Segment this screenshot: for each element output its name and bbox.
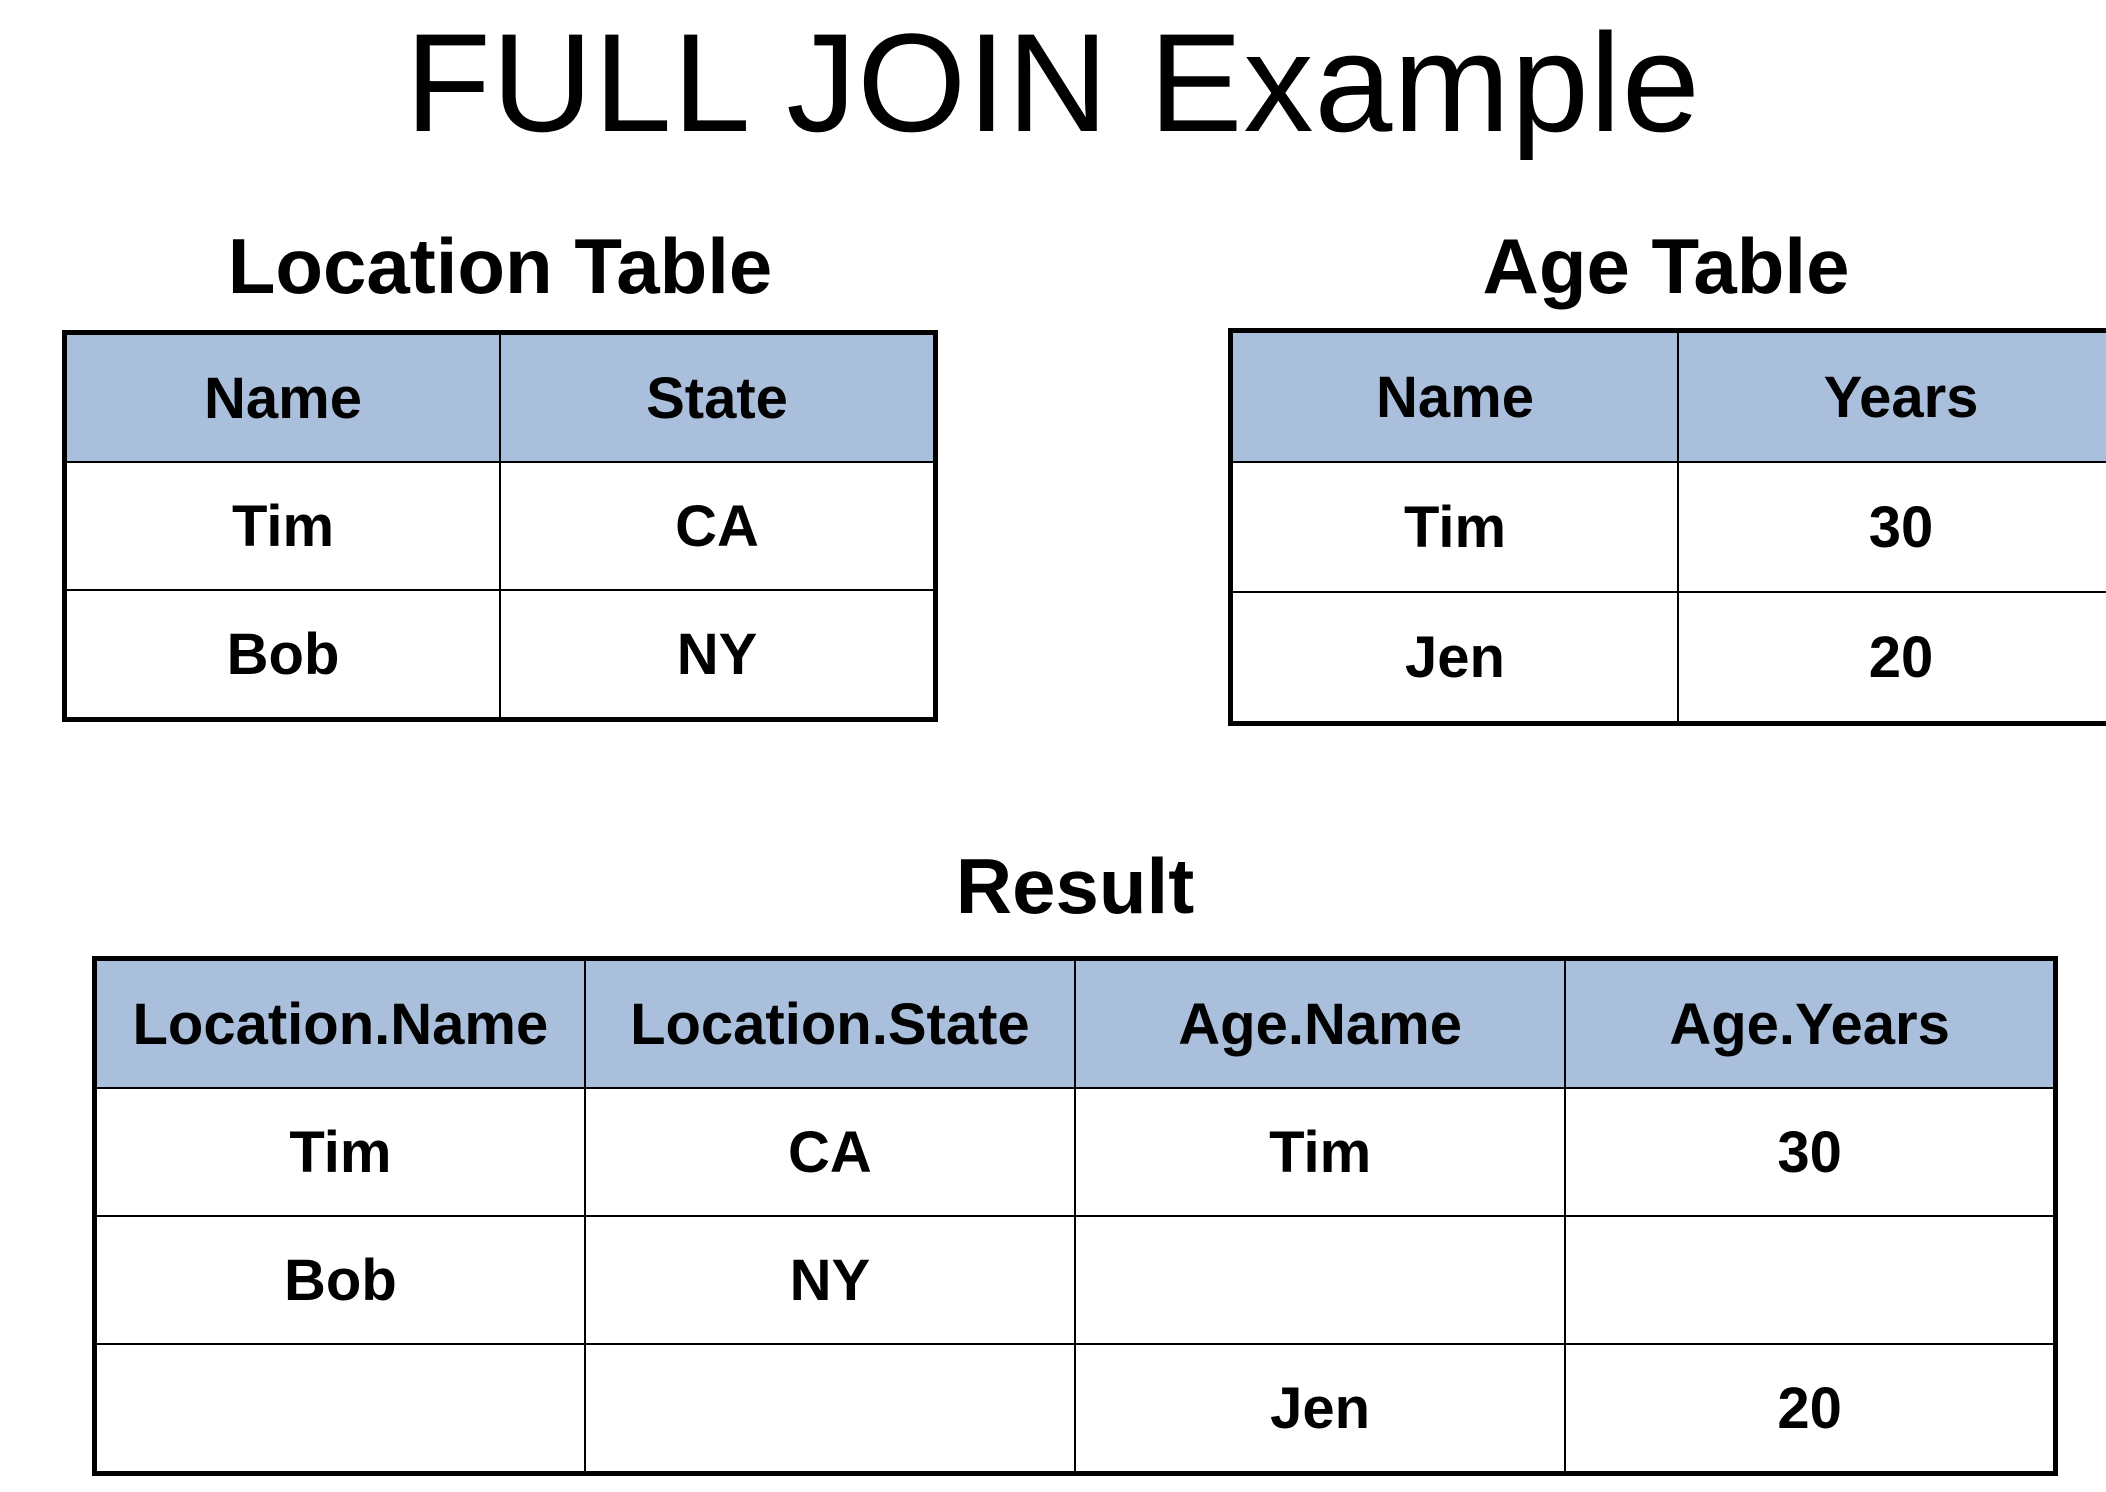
table-header-row: Location.Name Location.State Age.Name Ag… xyxy=(93,957,2057,1089)
page-title: FULL JOIN Example xyxy=(405,4,1701,161)
column-header: Years xyxy=(1677,329,2106,463)
age-table-caption: Age Table xyxy=(1482,222,1850,310)
table-cell: Tim xyxy=(93,1087,586,1217)
table-cell: 30 xyxy=(1677,461,2106,593)
table-cell: NY xyxy=(499,589,937,721)
table-cell xyxy=(93,1343,586,1475)
table-cell: 20 xyxy=(1677,591,2106,725)
table-cell: 20 xyxy=(1564,1343,2057,1475)
table-cell: Jen xyxy=(1073,1343,1567,1475)
column-header: Name xyxy=(1229,329,1679,463)
table-cell: CA xyxy=(499,461,937,591)
table-cell xyxy=(1564,1215,2057,1345)
column-header: Age.Name xyxy=(1073,957,1567,1089)
column-header: State xyxy=(499,331,937,463)
table-cell: Jen xyxy=(1229,591,1679,725)
result-table-caption: Result xyxy=(955,842,1195,930)
column-header: Name xyxy=(63,331,501,463)
age-table: Name Years Tim 30 Jen 20 xyxy=(1228,328,2106,726)
table-cell xyxy=(1073,1215,1567,1345)
table-header-row: Name State xyxy=(63,331,937,463)
table-cell: Tim xyxy=(1229,461,1679,593)
column-header: Location.Name xyxy=(93,957,586,1089)
table-header-row: Name Years xyxy=(1229,329,2106,463)
location-table: Name State Tim CA Bob NY xyxy=(62,330,938,722)
table-cell: CA xyxy=(583,1087,1077,1217)
location-table-caption: Location Table xyxy=(227,222,773,310)
table-cell: NY xyxy=(583,1215,1077,1345)
table-row: Bob NY xyxy=(93,1215,2057,1345)
table-cell: Tim xyxy=(1073,1087,1567,1217)
column-header: Age.Years xyxy=(1564,957,2057,1089)
table-cell: Bob xyxy=(93,1215,586,1345)
table-row: Bob NY xyxy=(63,589,937,721)
table-cell: Bob xyxy=(63,589,501,721)
table-cell xyxy=(583,1343,1077,1475)
table-row: Tim 30 xyxy=(1229,461,2106,593)
column-header: Location.State xyxy=(583,957,1077,1089)
table-row: Jen 20 xyxy=(1229,591,2106,725)
table-row: Tim CA Tim 30 xyxy=(93,1087,2057,1217)
result-table: Location.Name Location.State Age.Name Ag… xyxy=(92,956,2058,1476)
table-cell: Tim xyxy=(63,461,501,591)
table-row: Jen 20 xyxy=(93,1343,2057,1475)
table-row: Tim CA xyxy=(63,461,937,591)
table-cell: 30 xyxy=(1564,1087,2057,1217)
